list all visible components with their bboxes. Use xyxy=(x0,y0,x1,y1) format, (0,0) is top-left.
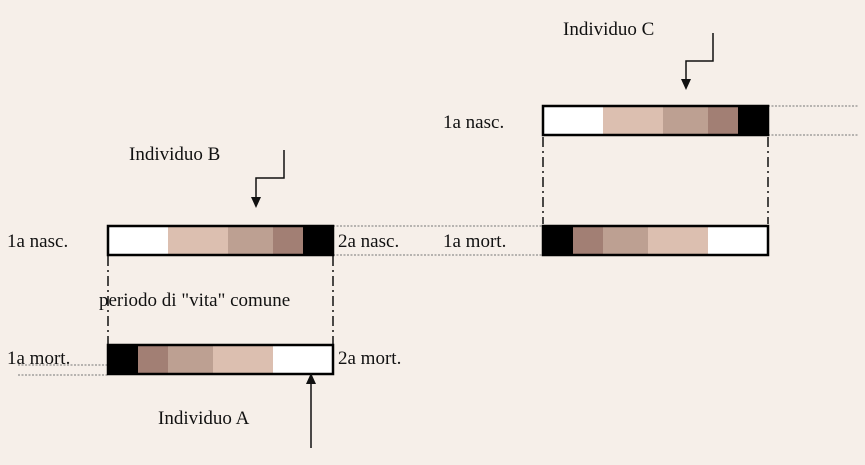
life-band-segment xyxy=(543,226,574,255)
individual-c-bottom-bar xyxy=(541,224,770,257)
life-band-segment xyxy=(228,226,274,255)
arrowhead-icon xyxy=(306,373,316,384)
life-band-segment xyxy=(663,106,709,135)
individual-b-name: Individuo B xyxy=(129,144,221,165)
overlap-connectors xyxy=(107,137,769,344)
life-bar-outline xyxy=(106,224,335,257)
life-band-segment xyxy=(138,345,169,374)
individual-a-right-label: 2a mort. xyxy=(338,348,402,369)
individual-a-name: Individuo A xyxy=(158,408,250,429)
pointer-arrows xyxy=(255,33,714,448)
arrowhead-icon xyxy=(681,79,691,90)
individual-c-top-bar xyxy=(541,104,770,137)
life-bar-outline xyxy=(541,224,770,257)
individual-a-bar xyxy=(106,343,335,376)
individual-c-top-left-label: 1a nasc. xyxy=(443,112,505,133)
life-band-segment xyxy=(708,106,739,135)
life-bar-outline xyxy=(106,343,335,376)
life-band-segment xyxy=(303,226,334,255)
life-band-segment xyxy=(108,345,139,374)
life-band-segment xyxy=(543,106,604,135)
life-band-segment xyxy=(738,106,769,135)
life-band-segment xyxy=(603,226,649,255)
life-band-segment xyxy=(648,226,709,255)
shared-period-label: periodo di "vita" comune xyxy=(99,290,291,311)
life-band-segment xyxy=(708,226,769,255)
arrow-heads xyxy=(251,79,691,384)
individual-c-name: Individuo C xyxy=(563,19,655,40)
individual-b-right-label: 2a nasc. xyxy=(338,231,400,252)
life-band-segment xyxy=(573,226,604,255)
individual-b-bar xyxy=(106,224,335,257)
life-band-segment xyxy=(168,345,214,374)
life-bar-outline xyxy=(541,104,770,137)
life-band-segment xyxy=(603,106,664,135)
individual-a-left-label: 1a mort. xyxy=(7,348,71,369)
individual-c-bottom-left-label: 1a mort. xyxy=(443,231,507,252)
life-band-segment xyxy=(213,345,274,374)
timeline-guides xyxy=(18,105,858,376)
life-band-segment xyxy=(168,226,229,255)
arrowhead-icon xyxy=(251,197,261,208)
arrow-individual-c xyxy=(685,33,714,82)
life-band-segment xyxy=(273,345,334,374)
life-band-segment xyxy=(108,226,169,255)
individual-b-left-label: 1a nasc. xyxy=(7,231,69,252)
arrow-individual-b xyxy=(255,150,285,200)
life-band-segment xyxy=(273,226,304,255)
